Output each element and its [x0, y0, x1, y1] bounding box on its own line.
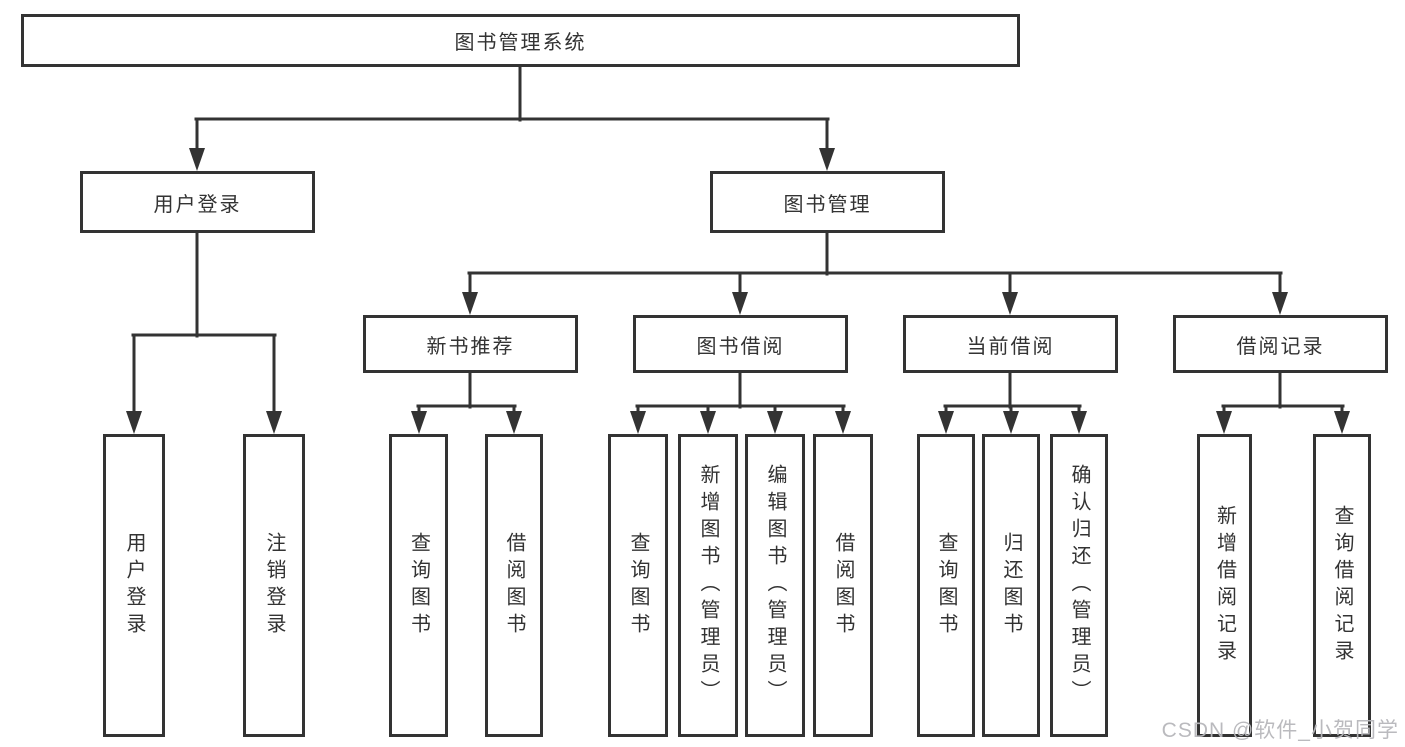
leaf-confirm-return-admin: 确认归还（管理员） [1050, 434, 1108, 737]
node-label: 确认归还（管理员） [1068, 464, 1090, 707]
node-book-management-module: 图书管理 [710, 171, 945, 233]
node-new-book-recommend: 新书推荐 [363, 315, 578, 373]
leaf-query-books-recommend: 查询图书 [389, 434, 448, 737]
leaf-query-borrow-record: 查询借阅记录 [1313, 434, 1371, 737]
node-label: 图书借阅 [696, 335, 785, 358]
leaf-edit-books-admin: 编辑图书（管理员） [745, 434, 805, 737]
leaf-add-books-admin: 新增图书（管理员） [678, 434, 738, 737]
arrowhead-icons [126, 148, 1350, 434]
leaf-return-books: 归还图书 [982, 434, 1040, 737]
node-label: 查询借阅记录 [1331, 504, 1353, 667]
node-label: 查询图书 [627, 531, 649, 640]
leaf-query-books-borrow: 查询图书 [608, 434, 668, 737]
leaf-borrow-books: 借阅图书 [813, 434, 873, 737]
leaf-query-books-current: 查询图书 [917, 434, 975, 737]
node-label: 借阅图书 [832, 531, 854, 640]
node-label: 新增借阅记录 [1213, 504, 1236, 667]
node-label: 借阅记录 [1236, 335, 1325, 358]
node-current-borrow: 当前借阅 [903, 315, 1118, 373]
node-label: 编辑图书（管理员） [764, 464, 786, 707]
leaf-add-borrow-record: 新增借阅记录 [1197, 434, 1252, 737]
node-label: 查询图书 [407, 531, 430, 640]
leaf-logout: 注销登录 [243, 434, 305, 737]
leaf-user-login: 用户登录 [103, 434, 165, 737]
node-label: 新增图书（管理员） [697, 464, 719, 707]
node-label: 归还图书 [1000, 531, 1022, 640]
node-label: 借阅图书 [503, 531, 525, 640]
node-label: 查询图书 [935, 531, 957, 640]
node-borrow-records: 借阅记录 [1173, 315, 1388, 373]
node-user-login-module: 用户登录 [80, 171, 315, 233]
node-label: 图书管理系统 [454, 32, 587, 54]
csdn-watermark: CSDN @软件_小贺同学 [1161, 719, 1399, 742]
node-label: 图书管理 [783, 193, 872, 216]
leaf-borrow-books-recommend: 借阅图书 [485, 434, 543, 737]
node-label: 用户登录 [153, 193, 242, 216]
node-label: 新书推荐 [426, 335, 515, 358]
node-label: 用户登录 [123, 531, 145, 640]
node-label: 注销登录 [263, 531, 285, 640]
node-root-system: 图书管理系统 [21, 14, 1020, 67]
node-book-borrow: 图书借阅 [633, 315, 848, 373]
node-label: 当前借阅 [966, 335, 1055, 358]
